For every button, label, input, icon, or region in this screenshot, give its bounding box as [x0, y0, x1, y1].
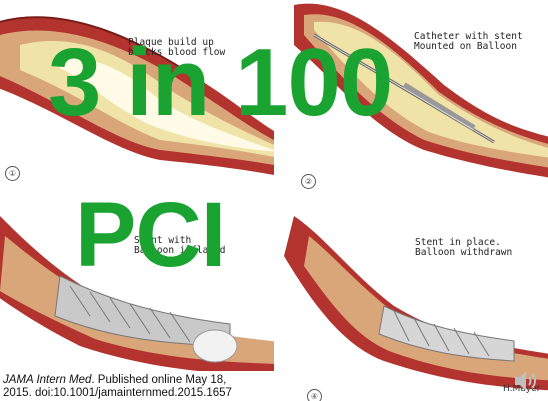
step-number-1: ① [5, 166, 20, 181]
step-number-2: ② [301, 174, 316, 189]
caption-panel-2: Catheter with stent Mounted on Balloon [414, 32, 523, 52]
citation-line1: . Published online May 18, [91, 374, 226, 386]
subhead-overlay: PCI [75, 185, 225, 285]
illustration-panel-4: Stent in place. Balloon withdrawn ④ H.Ma… [274, 196, 548, 401]
step-number-4: ④ [307, 389, 322, 401]
citation-line2: 2015. doi:10.1001/jamainternmed.2015.165… [3, 387, 232, 399]
citation: JAMA Intern Med. Published online May 18… [3, 374, 232, 400]
speaker-icon[interactable] [512, 368, 540, 394]
citation-journal: JAMA Intern Med [3, 374, 91, 386]
headline-overlay: 3 in 100 [48, 28, 392, 138]
caption-panel-4: Stent in place. Balloon withdrawn [415, 238, 512, 258]
stent-in-place-image [274, 196, 548, 401]
